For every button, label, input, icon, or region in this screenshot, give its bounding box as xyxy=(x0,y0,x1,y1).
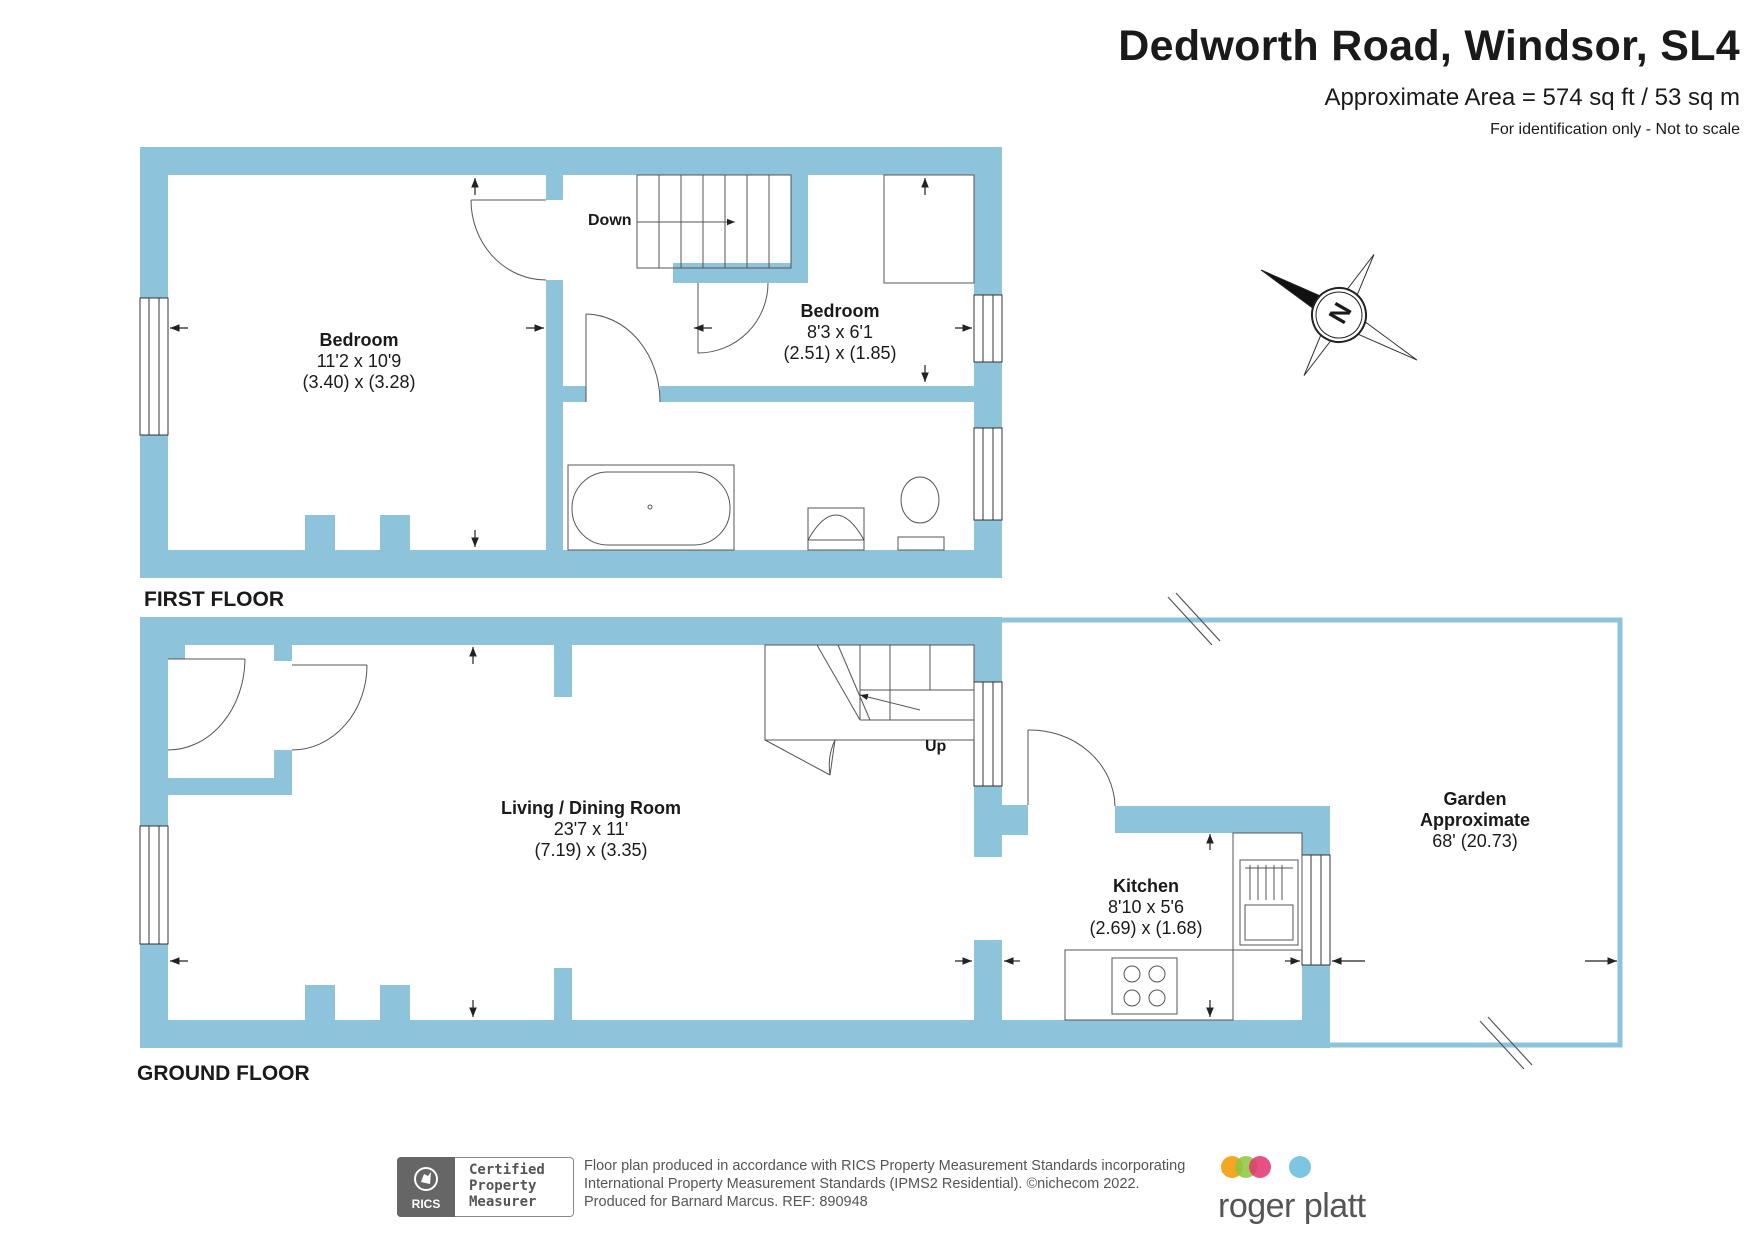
room-dimensions-imperial: 23'7 x 11' xyxy=(553,819,629,839)
room-dimensions-metric: (3.40) x (3.28) xyxy=(302,372,416,392)
ground-floor-label: GROUND FLOOR xyxy=(137,1062,310,1085)
room-dimensions-imperial: 8'10 x 5'6 xyxy=(1108,897,1184,917)
footer-line-2: International Property Measurement Stand… xyxy=(584,1176,1140,1192)
property-title: Dedworth Road, Windsor, SL4 xyxy=(1118,22,1740,70)
rics-logo: RICS xyxy=(397,1157,455,1217)
room-dimensions-metric: (2.69) x (1.68) xyxy=(1089,918,1203,938)
room-bedroom-1: Bedroom 11'2 x 10'9 (3.40) x (3.28) xyxy=(302,330,415,393)
approximate-area: Approximate Area = 574 sq ft / 53 sq m xyxy=(1324,84,1740,111)
ground-floor-windows xyxy=(139,681,1331,966)
footer-line-1: Floor plan produced in accordance with R… xyxy=(584,1158,1186,1174)
rics-logo-text: RICS xyxy=(411,1197,441,1211)
ground-floor-fixtures xyxy=(167,644,1303,1021)
room-living-dining: Living / Dining Room 23'7 x 11' (7.19) x… xyxy=(501,798,681,861)
room-dimensions-metric: (7.19) x (3.35) xyxy=(534,840,648,860)
first-floor-fixtures xyxy=(470,174,975,551)
room-name: Kitchen xyxy=(1112,876,1180,896)
garden-area: Garden Approximate 68' (20.73) xyxy=(1420,789,1530,852)
room-name: Bedroom xyxy=(800,301,880,321)
agent-brand-logo: roger platt xyxy=(1218,1187,1366,1225)
dimension-arrows xyxy=(170,178,1617,1017)
footer-disclaimer: Floor plan produced in accordance with R… xyxy=(584,1157,1185,1211)
room-dimensions-metric: (2.51) x (1.85) xyxy=(783,343,897,363)
room-dimensions-imperial: 11'2 x 10'9 xyxy=(316,351,402,371)
scale-note: For identification only - Not to scale xyxy=(1490,121,1740,138)
rics-certification-text: Certified Property Measurer xyxy=(469,1162,545,1210)
stairs-down-label: Down xyxy=(588,212,632,229)
first-floor-plan xyxy=(140,147,1002,578)
garden-qualifier: Approximate xyxy=(1419,810,1531,830)
compass-rose xyxy=(1260,254,1418,376)
cert-line-2: Property xyxy=(469,1178,537,1194)
garden-name: Garden xyxy=(1443,789,1507,809)
garden-break-marks xyxy=(1167,592,1533,1070)
ground-floor-plan xyxy=(140,617,1330,1048)
room-name: Bedroom xyxy=(319,330,399,350)
room-kitchen: Kitchen 8'10 x 5'6 (2.69) x (1.68) xyxy=(1089,876,1202,939)
first-floor-windows xyxy=(139,294,1003,521)
garden-length: 68' (20.73) xyxy=(1432,831,1518,851)
rics-lion-icon xyxy=(414,1167,438,1191)
garden-boundary xyxy=(1002,617,1623,1048)
footer-line-3: Produced for Barnard Marcus. REF: 890948 xyxy=(584,1194,868,1210)
room-bedroom-2: Bedroom 8'3 x 6'1 (2.51) x (1.85) xyxy=(783,301,896,364)
stairs-up-label: Up xyxy=(925,738,947,755)
first-floor-label: FIRST FLOOR xyxy=(144,588,284,611)
brand-dots xyxy=(1221,1156,1311,1178)
cert-line-1: Certified xyxy=(469,1162,545,1178)
cert-line-3: Measurer xyxy=(469,1194,537,1210)
room-name: Living / Dining Room xyxy=(501,798,681,818)
room-dimensions-imperial: 8'3 x 6'1 xyxy=(807,322,873,342)
